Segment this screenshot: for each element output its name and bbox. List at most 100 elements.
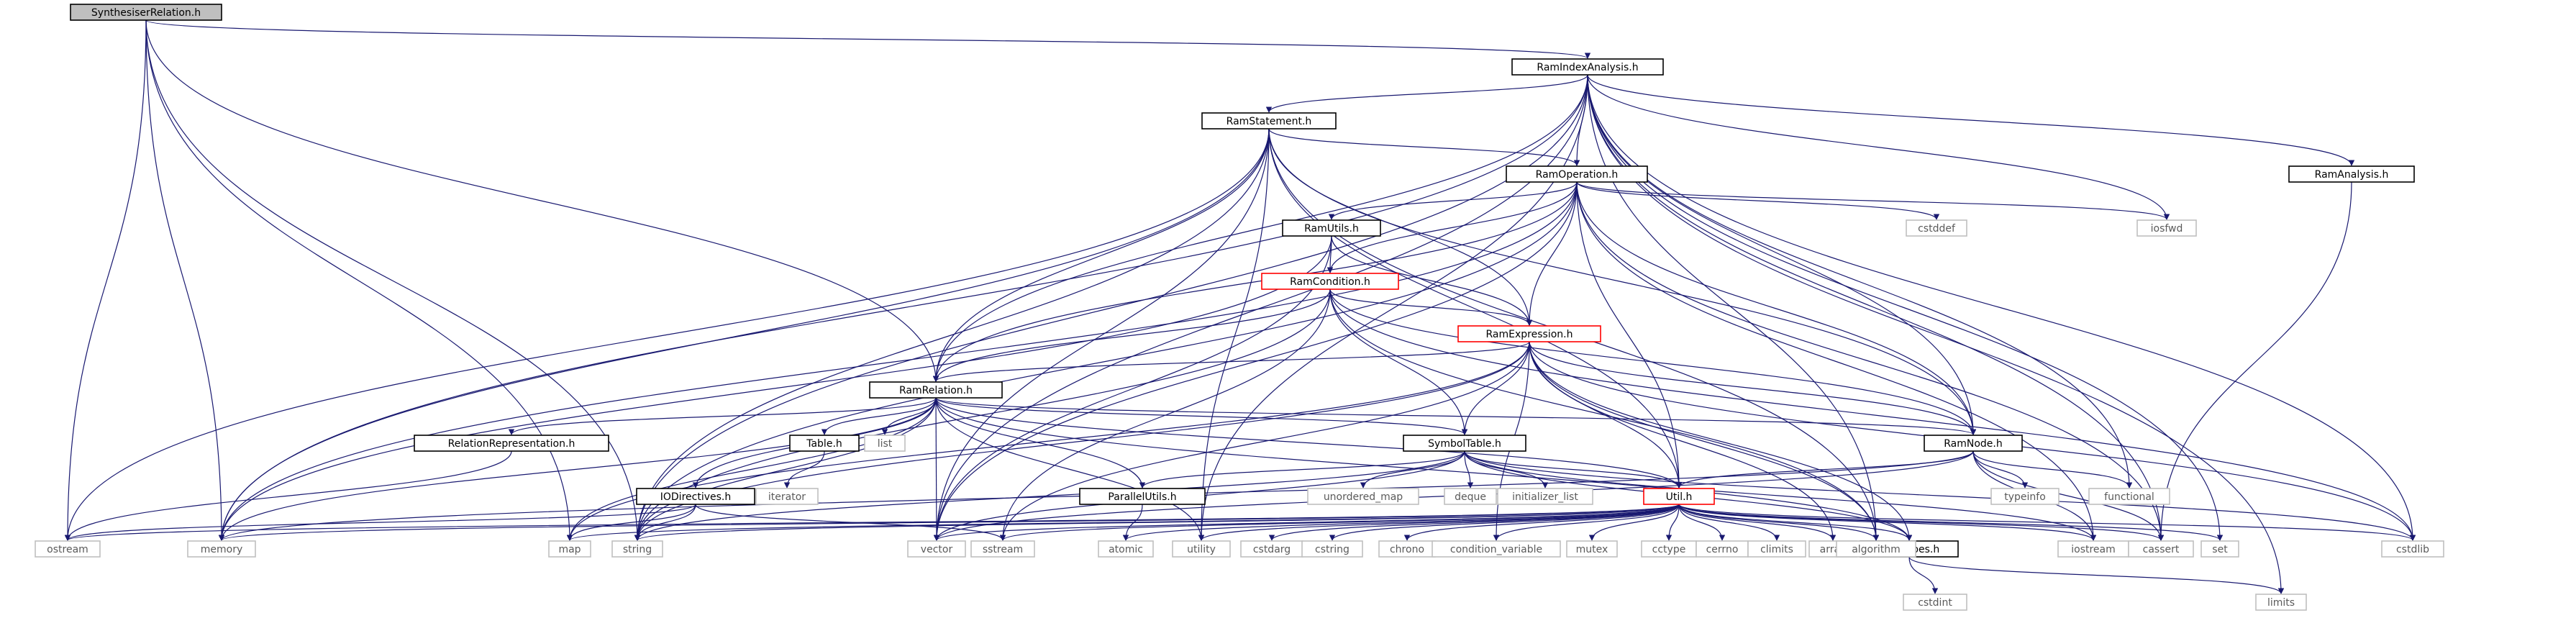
node-label: Table.h bbox=[806, 438, 842, 450]
dependency-edge bbox=[1198, 128, 1270, 541]
dependency-edge bbox=[1268, 128, 1977, 435]
dependency-edge bbox=[64, 128, 1270, 541]
node-box bbox=[1301, 540, 1363, 558]
dependency-edge bbox=[1678, 504, 2097, 541]
node-label: cstddef bbox=[1918, 223, 1956, 235]
node-ramindex[interactable]: RamIndexAnalysis.h bbox=[1511, 58, 1664, 76]
node-ramanalysis[interactable]: RamAnalysis.h bbox=[2288, 165, 2415, 183]
dependency-edge bbox=[1678, 504, 1837, 541]
node-label: cstring bbox=[1315, 544, 1350, 555]
node-label: cstdint bbox=[1918, 597, 1952, 609]
node-label: memory bbox=[201, 544, 243, 555]
dependency-edge bbox=[783, 450, 825, 489]
dependency-edge bbox=[1678, 504, 2224, 541]
dependency-edge bbox=[935, 397, 1205, 541]
dependency-edge bbox=[145, 19, 1590, 59]
node-synth[interactable]: SynthesiserRelation.h bbox=[70, 4, 222, 21]
dependency-edge bbox=[218, 397, 937, 541]
dependency-edge bbox=[566, 504, 696, 541]
node-label: iosfwd bbox=[2151, 223, 2183, 235]
dependency-edge bbox=[933, 74, 1588, 541]
dependency-edge bbox=[1587, 74, 2133, 489]
dependency-edge bbox=[1464, 450, 2097, 541]
node-ramrelation[interactable]: RamRelation.h bbox=[869, 381, 1003, 399]
dependency-edge bbox=[999, 341, 1530, 541]
dependency-edge bbox=[1493, 504, 1680, 541]
dependency-edge bbox=[932, 181, 1578, 382]
node-vector: vector bbox=[907, 540, 966, 558]
node-ostream: ostream bbox=[35, 540, 101, 558]
node-layer: SynthesiserRelation.hRamIndexAnalysis.hR… bbox=[35, 4, 2444, 611]
node-util[interactable]: Util.h bbox=[1643, 488, 1715, 505]
node-ramutils[interactable]: RamUtils.h bbox=[1282, 219, 1381, 237]
dependency-edge bbox=[1329, 288, 1880, 541]
dependency-edge bbox=[1464, 450, 1683, 489]
node-ramexpression[interactable]: RamExpression.h bbox=[1457, 325, 1601, 342]
dependency-edge bbox=[64, 450, 512, 541]
node-label: RamOperation.h bbox=[1536, 169, 1619, 181]
node-string: string bbox=[611, 540, 663, 558]
node-box bbox=[1836, 540, 1916, 558]
dependency-edge bbox=[145, 19, 573, 541]
node-box bbox=[1261, 273, 1399, 290]
node-label: cstdarg bbox=[1253, 544, 1291, 555]
node-box bbox=[1506, 165, 1648, 183]
node-ramstatement[interactable]: RamStatement.h bbox=[1201, 112, 1337, 129]
dependency-edge bbox=[1587, 74, 1977, 435]
node-ramoperation[interactable]: RamOperation.h bbox=[1506, 165, 1648, 183]
node-ramcondition[interactable]: RamCondition.h bbox=[1261, 273, 1399, 290]
dependency-edge bbox=[932, 128, 1270, 382]
dependency-edge bbox=[1972, 450, 2133, 489]
node-cassert: cassert bbox=[2128, 540, 2194, 558]
node-box bbox=[636, 488, 755, 505]
node-box bbox=[1098, 540, 1154, 558]
dependency-edge bbox=[1665, 504, 1680, 541]
node-label: RelationRepresentation.h bbox=[448, 438, 575, 450]
node-init-list: initializer_list bbox=[1497, 488, 1593, 505]
node-box bbox=[611, 540, 663, 558]
dependency-edge bbox=[566, 397, 937, 541]
node-box bbox=[1903, 594, 1967, 611]
dependency-edge bbox=[65, 504, 696, 541]
node-ramnode[interactable]: RamNode.h bbox=[1924, 435, 2023, 452]
dependency-edge bbox=[1331, 235, 1533, 326]
dependency-edge bbox=[1678, 504, 2165, 541]
node-label: cassert bbox=[2143, 544, 2180, 555]
node-relrep[interactable]: RelationRepresentation.h bbox=[414, 435, 609, 452]
node-label: functional bbox=[2104, 491, 2154, 503]
dependency-edge bbox=[1268, 128, 1580, 166]
node-label: RamRelation.h bbox=[899, 385, 973, 396]
node-box bbox=[1201, 112, 1337, 129]
node-box bbox=[2128, 540, 2194, 558]
node-label: algorithm bbox=[1852, 544, 1901, 555]
dependency-edge bbox=[1268, 128, 1683, 489]
node-iodir[interactable]: IODirectives.h bbox=[636, 488, 755, 505]
dependency-edge bbox=[1461, 341, 1530, 435]
node-box bbox=[1511, 58, 1664, 76]
dependency-edge bbox=[1972, 450, 2029, 489]
dependency-edge bbox=[1675, 450, 1974, 489]
dependency-edge bbox=[1678, 504, 1880, 541]
node-box bbox=[1444, 488, 1497, 505]
dependency-edge bbox=[1678, 504, 1780, 541]
node-map: map bbox=[548, 540, 591, 558]
node-box bbox=[1432, 540, 1561, 558]
dependency-edge bbox=[1360, 450, 1465, 489]
node-label: map bbox=[558, 544, 581, 555]
dependency-edge bbox=[1587, 74, 2355, 166]
dependency-edge bbox=[932, 74, 1588, 382]
node-symtab[interactable]: SymbolTable.h bbox=[1403, 435, 1526, 452]
dependency-edge bbox=[1587, 74, 2285, 594]
node-box bbox=[1457, 325, 1601, 342]
node-label: RamIndexAnalysis.h bbox=[1537, 62, 1638, 73]
node-box bbox=[2088, 488, 2170, 505]
node-parutils[interactable]: ParallelUtils.h bbox=[1079, 488, 1206, 505]
dependency-edge bbox=[218, 181, 1578, 541]
dependency-edge bbox=[935, 397, 1468, 435]
node-box bbox=[1307, 488, 1419, 505]
node-label: iterator bbox=[768, 491, 806, 503]
node-tableh[interactable]: Table.h bbox=[789, 435, 860, 452]
dependency-edge bbox=[1122, 504, 1680, 541]
dependency-edge bbox=[1908, 556, 1939, 594]
